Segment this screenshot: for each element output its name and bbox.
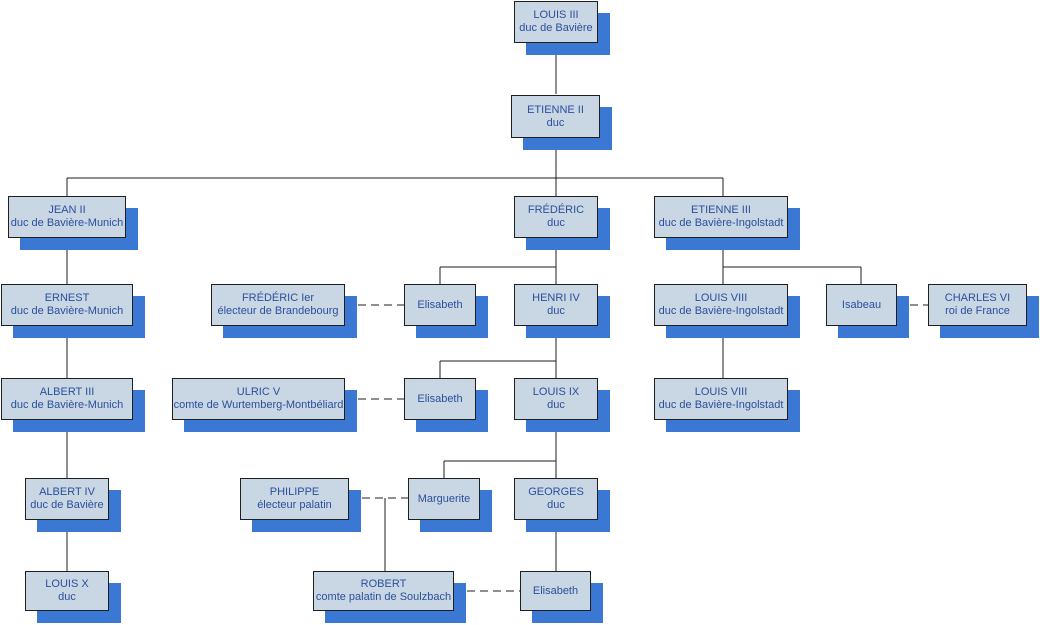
person-box: FRÉDÉRIC Ier électeur de Brandebourg <box>211 284 345 326</box>
person-name: HENRI IV <box>532 292 580 304</box>
person-name: Elisabeth <box>417 392 463 405</box>
person-name: FRÉDÉRIC <box>527 204 585 216</box>
person-albert-iii: ALBERT III duc de Bavière-Munich <box>1 378 145 432</box>
person-title: duc de Bavière <box>519 22 593 34</box>
person-etienne-ii: ETIENNE II duc <box>511 95 612 150</box>
person-louis-x: LOUIS X duc <box>25 571 121 623</box>
person-name: CHARLES VI <box>944 292 1011 304</box>
person-henri-iv: HENRI IV duc <box>514 284 610 338</box>
person-name: ETIENNE III <box>691 204 751 216</box>
person-title: duc <box>546 116 565 129</box>
person-title: duc <box>547 217 565 229</box>
person-title: duc de Bavière <box>30 499 104 511</box>
person-charles-vi: CHARLES VI roi de France <box>928 284 1039 338</box>
person-name: Elisabeth <box>532 584 579 597</box>
person-box: ETIENNE II duc <box>511 95 600 138</box>
person-albert-iv: ALBERT IV duc de Bavière <box>25 478 121 532</box>
person-marguerite: Marguerite <box>408 478 492 532</box>
person-name: ROBERT <box>360 578 407 590</box>
link-etienne-iii-children <box>722 238 862 284</box>
person-name: ETIENNE II <box>527 103 584 116</box>
person-box: LOUIS VIII duc de Bavière-Ingolstadt <box>654 284 788 326</box>
person-title: roi de France <box>945 305 1010 317</box>
person-georges: GEORGES duc <box>514 478 610 532</box>
person-title: duc de Bavière-Munich <box>10 399 124 411</box>
person-name: ERNEST <box>44 292 90 304</box>
person-title: duc <box>547 399 565 411</box>
person-ernest: ERNEST duc de Bavière-Munich <box>1 284 145 338</box>
person-name: LOUIS IX <box>532 386 580 398</box>
person-title: duc de Bavière-Ingolstadt <box>658 305 784 317</box>
person-title: comte palatin de Soulzbach <box>315 591 452 603</box>
person-box: ALBERT IV duc de Bavière <box>25 478 109 520</box>
person-etienne-iii: ETIENNE III duc de Bavière-Ingolstadt <box>654 196 800 250</box>
person-box: GEORGES duc <box>514 478 598 520</box>
person-frederic-ier: FRÉDÉRIC Ier électeur de Brandebourg <box>211 284 357 338</box>
person-name: FRÉDÉRIC Ier <box>241 292 315 304</box>
person-name: GEORGES <box>528 486 584 498</box>
person-louis-viii-1: LOUIS VIII duc de Bavière-Ingolstadt <box>654 284 800 338</box>
person-box: Isabeau <box>826 284 897 326</box>
person-elisabeth-2: Elisabeth <box>404 378 488 432</box>
person-box: Elisabeth <box>404 284 476 326</box>
person-name: LOUIS VIII <box>694 386 748 398</box>
person-box: ULRIC V comte de Wurtemberg-Montbéliard <box>172 378 345 420</box>
link-louis-ix-children <box>443 420 557 478</box>
person-box: CHARLES VI roi de France <box>928 284 1027 326</box>
person-ulric-v: ULRIC V comte de Wurtemberg-Montbéliard <box>172 378 357 432</box>
person-box: ROBERT comte palatin de Soulzbach <box>313 571 454 611</box>
person-box: ETIENNE III duc de Bavière-Ingolstadt <box>654 196 788 238</box>
person-box: LOUIS III duc de Bavière <box>514 1 598 43</box>
person-title: duc de Bavière-Munich <box>10 305 124 317</box>
person-name: Marguerite <box>417 492 471 505</box>
person-title: duc <box>547 305 565 317</box>
person-frederic: FRÉDÉRIC duc <box>514 196 610 250</box>
person-box: FRÉDÉRIC duc <box>514 196 598 238</box>
person-box: Marguerite <box>408 478 480 520</box>
person-title: duc <box>547 499 565 511</box>
person-box: Elisabeth <box>520 571 591 611</box>
person-name: LOUIS III <box>533 9 579 21</box>
person-louis-ix: LOUIS IX duc <box>514 378 610 432</box>
person-name: LOUIS VIII <box>694 292 748 304</box>
person-philippe: PHILIPPE électeur palatin <box>240 478 361 532</box>
person-louis-viii-2: LOUIS VIII duc de Bavière-Ingolstadt <box>654 378 800 432</box>
person-box: HENRI IV duc <box>514 284 598 326</box>
person-name: JEAN II <box>48 204 86 216</box>
person-box: ALBERT III duc de Bavière-Munich <box>1 378 133 420</box>
person-title: électeur palatin <box>257 499 332 511</box>
person-isabeau: Isabeau <box>826 284 909 338</box>
person-robert: ROBERT comte palatin de Soulzbach <box>313 571 466 623</box>
person-name: Isabeau <box>841 298 882 311</box>
person-elisabeth-3: Elisabeth <box>520 571 603 623</box>
person-name: PHILIPPE <box>269 486 320 498</box>
person-title: duc de Bavière-Munich <box>10 217 124 229</box>
person-box: LOUIS X duc <box>25 571 109 611</box>
person-name: ALBERT III <box>39 386 95 398</box>
person-jean-ii: JEAN II duc de Bavière-Munich <box>8 196 138 250</box>
person-box: LOUIS IX duc <box>514 378 598 420</box>
person-title: duc de Bavière-Ingolstadt <box>658 217 784 229</box>
person-louis-iii: LOUIS III duc de Bavière <box>514 1 610 55</box>
link-henri-iv-children <box>439 326 557 378</box>
link-frederic-children <box>439 238 557 284</box>
person-title: électeur de Brandebourg <box>217 305 339 317</box>
person-name: ULRIC V <box>236 386 281 398</box>
person-box: ERNEST duc de Bavière-Munich <box>1 284 133 326</box>
person-title: duc de Bavière-Ingolstadt <box>658 399 784 411</box>
person-box: Elisabeth <box>404 378 476 420</box>
person-name: Elisabeth <box>417 298 463 311</box>
person-title: duc <box>58 591 76 603</box>
person-elisabeth-1: Elisabeth <box>404 284 488 338</box>
person-box: PHILIPPE électeur palatin <box>240 478 349 520</box>
person-name: LOUIS X <box>45 578 89 590</box>
person-name: ALBERT IV <box>39 486 95 498</box>
person-box: LOUIS VIII duc de Bavière-Ingolstadt <box>654 378 788 420</box>
person-title: comte de Wurtemberg-Montbéliard <box>173 399 344 411</box>
person-box: JEAN II duc de Bavière-Munich <box>8 196 126 238</box>
link-etienne-ii-children <box>66 138 724 196</box>
